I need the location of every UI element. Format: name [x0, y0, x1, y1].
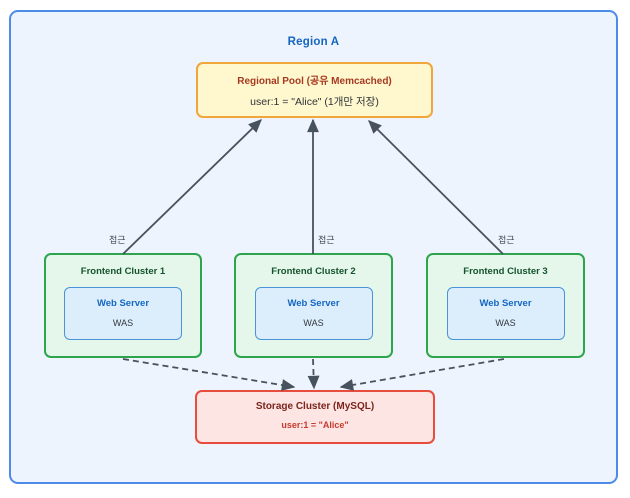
was-label-1: WAS [112, 318, 134, 328]
regional-pool-value: user:1 = "Alice" (1개만 저장) [250, 95, 379, 108]
access-edge-label-3: 접근 [498, 235, 515, 245]
web-server-title-2: Web Server [287, 298, 340, 309]
was-label-3: WAS [495, 318, 516, 328]
frontend-cluster-1-node: Frontend Cluster 1 Web Server WAS [44, 253, 202, 358]
frontend-cluster-3-node: Frontend Cluster 3 Web Server WAS [426, 253, 585, 358]
storage-cluster-node: Storage Cluster (MySQL) user:1 = "Alice" [195, 390, 435, 444]
frontend-cluster-1-title: Frontend Cluster 1 [80, 266, 166, 277]
regional-pool-node: Regional Pool (공유 Memcached) user:1 = "A… [196, 62, 433, 118]
frontend-cluster-3-title: Frontend Cluster 3 [463, 266, 548, 277]
frontend-cluster-2-node: Frontend Cluster 2 Web Server WAS [234, 253, 393, 358]
regional-pool-title: Regional Pool (공유 Memcached) [237, 75, 392, 87]
storage-cluster-title: Storage Cluster (MySQL) [255, 401, 375, 412]
access-edge-label-2: 접근 [318, 235, 335, 245]
web-server-box-1: Web Server WAS [64, 287, 182, 340]
frontend-cluster-2-title: Frontend Cluster 2 [271, 266, 356, 277]
region-title: Region A [287, 36, 340, 48]
storage-cluster-value: user:1 = "Alice" [281, 420, 349, 430]
web-server-title-3: Web Server [479, 298, 532, 309]
web-server-box-3: Web Server WAS [446, 287, 565, 340]
access-edge-label-1: 접근 [109, 235, 126, 245]
web-server-title-1: Web Server [96, 298, 150, 309]
was-label-2: WAS [303, 318, 324, 328]
web-server-box-2: Web Server WAS [254, 287, 373, 340]
